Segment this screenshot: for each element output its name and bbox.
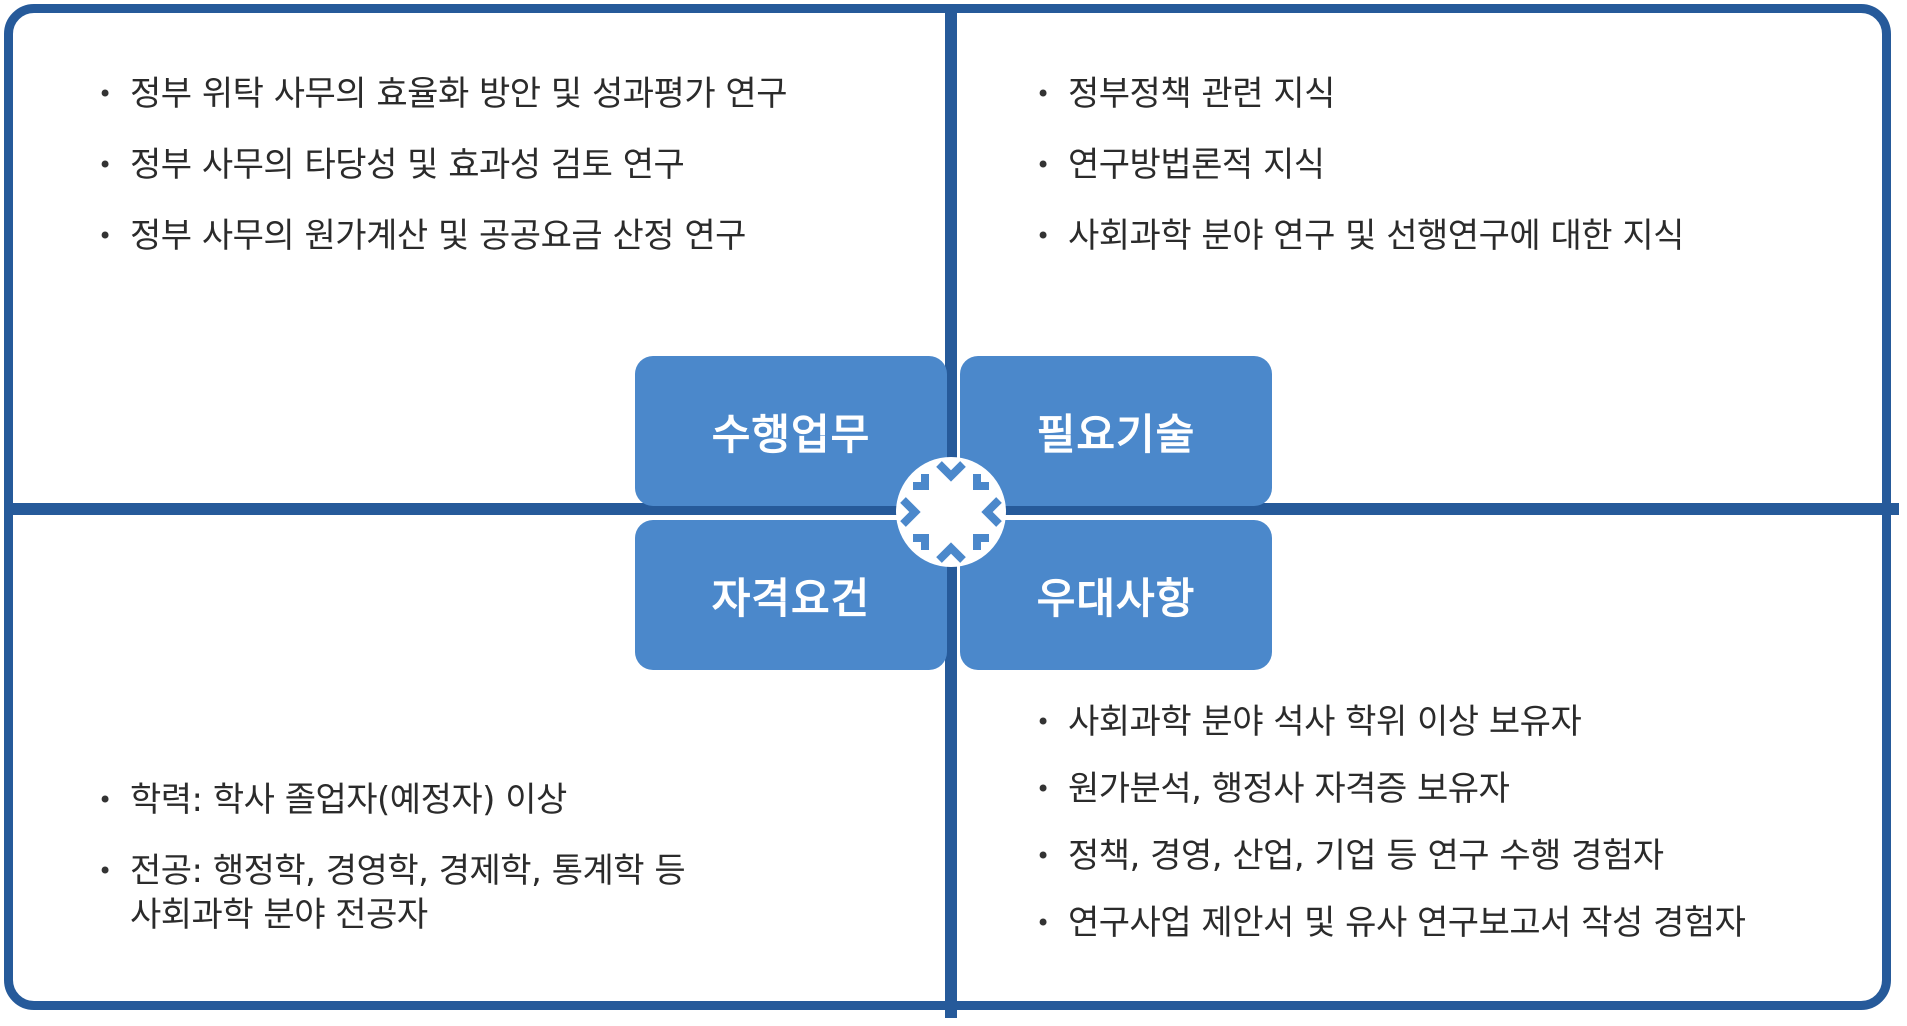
preferences-item: 사회과학 분야 석사 학위 이상 보유자 [1036, 700, 1745, 744]
skills-list: 정부정책 관련 지식 연구방법론적 지식 사회과학 분야 연구 및 선행연구에 … [1036, 72, 1684, 285]
preferences-item: 정책, 경영, 산업, 기업 등 연구 수행 경험자 [1036, 834, 1745, 878]
duties-list: 정부 위탁 사무의 효율화 방안 및 성과평가 연구 정부 사무의 타당성 및 … [98, 72, 787, 285]
skills-box: 필요기술 [960, 356, 1272, 506]
preferences-list: 사회과학 분야 석사 학위 이상 보유자 원가분석, 행정사 자격증 보유자 정… [1036, 700, 1746, 968]
preferences-box: 우대사항 [960, 520, 1272, 670]
duties-item: 정부 사무의 원가계산 및 공공요금 산정 연구 [98, 214, 787, 258]
qualifications-major-continuation: 사회과학 분야 전공자 [130, 895, 428, 935]
duties-item: 정부 사무의 타당성 및 효과성 검토 연구 [98, 143, 787, 187]
qualifications-item: 전공: 행정학, 경영학, 경제학, 통계학 등 사회과학 분야 전공자 [98, 849, 686, 937]
preferences-item: 원가분석, 행정사 자격증 보유자 [1036, 767, 1745, 811]
converging-arrows-icon [896, 457, 1006, 567]
skills-item: 연구방법론적 지식 [1036, 143, 1684, 187]
preferences-item: 연구사업 제안서 및 유사 연구보고서 작성 경험자 [1036, 901, 1746, 945]
qualifications-box: 자격요건 [635, 520, 947, 670]
qualifications-list: 학력: 학사 졸업자(예정자) 이상 전공: 행정학, 경영학, 경제학, 통계… [98, 778, 686, 964]
skills-item: 정부정책 관련 지식 [1036, 72, 1684, 116]
qualifications-item: 학력: 학사 졸업자(예정자) 이상 [98, 778, 685, 822]
duties-box: 수행업무 [635, 356, 947, 506]
qualifications-major: 전공: 행정학, 경영학, 경제학, 통계학 등 [130, 851, 686, 891]
skills-item: 사회과학 분야 연구 및 선행연구에 대한 지식 [1036, 214, 1684, 258]
duties-item: 정부 위탁 사무의 효율화 방안 및 성과평가 연구 [98, 72, 787, 116]
